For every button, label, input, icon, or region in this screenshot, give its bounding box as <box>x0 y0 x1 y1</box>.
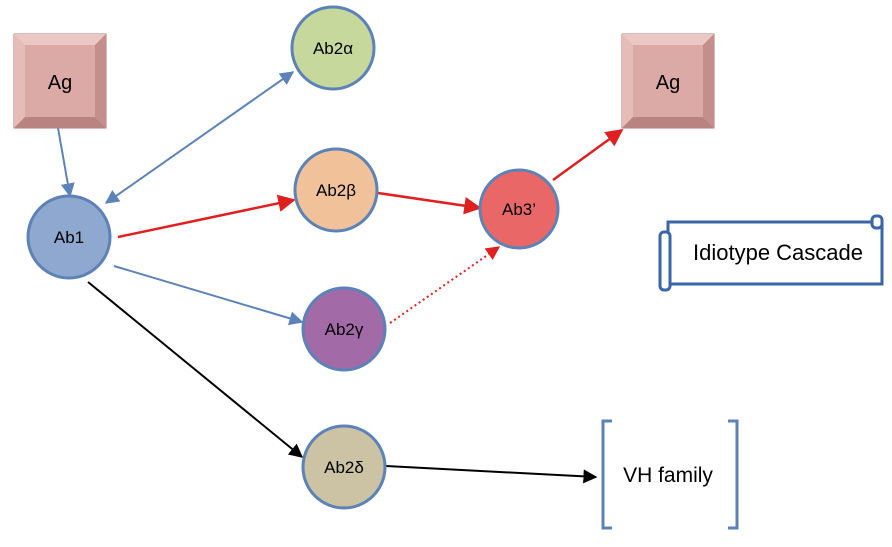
edge-ab1-to-ab2gamma <box>113 265 304 326</box>
edge-ab1-ab2alpha <box>104 71 295 204</box>
ab1-label: Ab1 <box>54 228 84 247</box>
ab3-prime-node: Ab3’ <box>478 168 560 250</box>
ab2-beta-label: Ab2β <box>316 181 356 200</box>
edge-ab2beta-to-ab3 <box>377 191 482 215</box>
ab2-alpha-label: Ab2α <box>313 39 353 58</box>
ab2-beta-node: Ab2β <box>293 147 379 233</box>
ag-node-right: Ag <box>621 33 715 129</box>
ab1-node: Ab1 <box>26 194 112 280</box>
edge-ab2gamma-to-ab3-dotted <box>389 246 501 324</box>
ab2-delta-label: Ab2δ <box>324 458 364 477</box>
edge-ab1-to-ab2delta <box>87 281 304 458</box>
ab3-prime-label: Ab3’ <box>502 200 536 219</box>
ab2-alpha-node: Ab2α <box>290 5 376 91</box>
scroll-label: Idiotype Cascade <box>693 240 863 265</box>
vh-family-label: VH family <box>623 464 713 487</box>
ab2-delta-node: Ab2δ <box>301 424 387 510</box>
ag-left-label: Ag <box>48 72 72 94</box>
idiotype-cascade-scroll: Idiotype Cascade <box>658 214 884 292</box>
edge-ag-to-ab1 <box>57 127 75 198</box>
ag-node-left: Ag <box>13 33 107 129</box>
vh-family-bracket: VH family <box>601 419 739 530</box>
edge-ab2delta-to-vh <box>385 465 598 484</box>
edge-ab1-to-ab2beta <box>117 194 296 239</box>
edge-ab3-to-ag <box>552 128 624 182</box>
ab2-gamma-label: Ab2γ <box>325 320 364 339</box>
ag-right-label: Ag <box>656 72 680 94</box>
ab2-gamma-node: Ab2γ <box>301 286 387 372</box>
